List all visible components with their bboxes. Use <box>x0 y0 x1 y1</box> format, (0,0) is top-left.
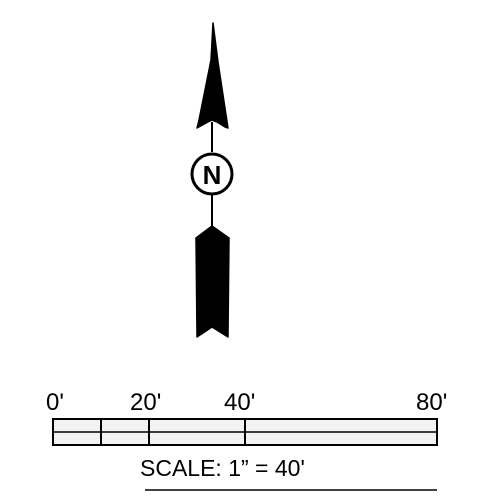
scale-tick-label-80: 80' <box>416 389 447 416</box>
scale-bar: 0' 20' 40' 80' SCALE: 1” = 40' <box>46 389 447 491</box>
north-arrow-tail-icon <box>195 225 230 338</box>
north-arrow: N <box>190 22 234 338</box>
north-arrow-head-icon <box>196 22 229 129</box>
scale-tick-label-0: 0' <box>46 389 64 416</box>
scale-tick-label-40: 40' <box>224 389 255 416</box>
scale-tick-label-20: 20' <box>130 389 161 416</box>
north-letter: N <box>203 160 222 190</box>
scale-ratio-text: SCALE: 1” = 40' <box>140 455 305 481</box>
